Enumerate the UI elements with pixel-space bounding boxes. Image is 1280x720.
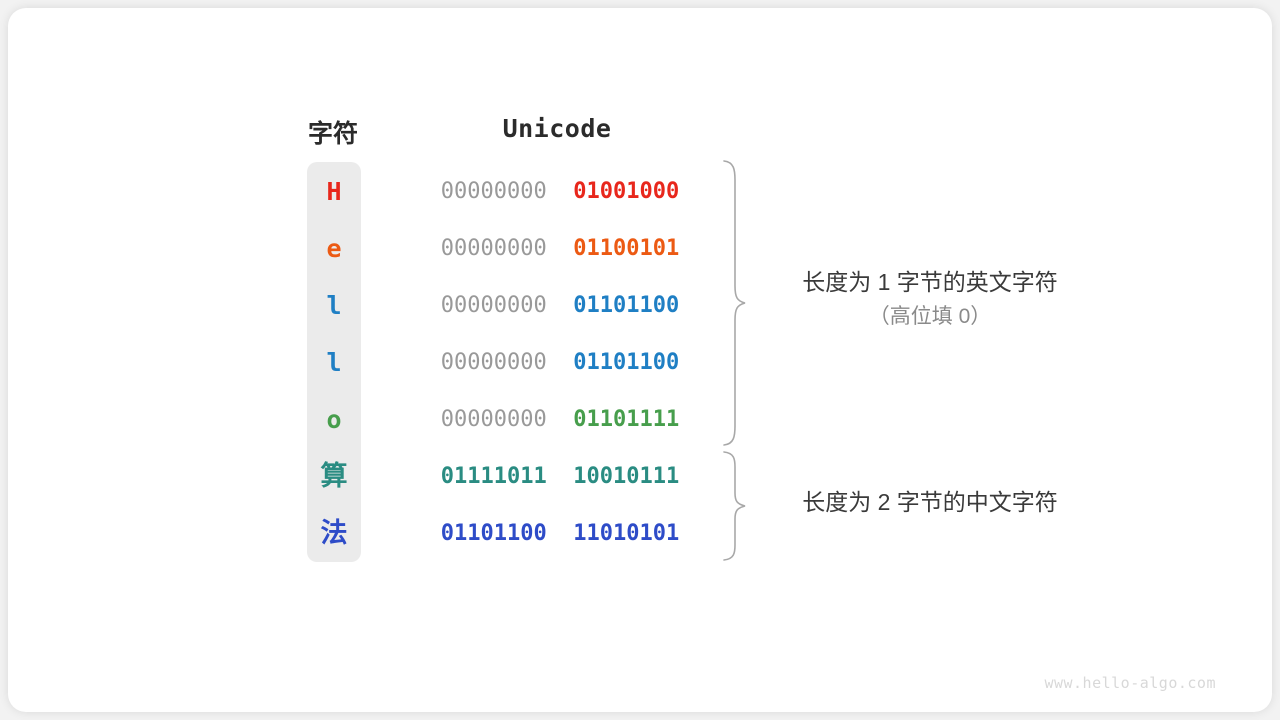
row-unicode-bits: 00000000 01100101 — [420, 220, 700, 277]
row-low-byte: 01100101 — [573, 236, 680, 261]
watermark: www.hello-algo.com — [1044, 674, 1216, 692]
row-character: 算 — [320, 461, 348, 491]
row-unicode-bits: 00000000 01101100 — [420, 277, 700, 334]
row-unicode-bits: 00000000 01101100 — [420, 334, 700, 391]
row-high-byte: 00000000 — [440, 236, 547, 261]
row-character: 法 — [320, 518, 348, 548]
annotation-chinese-characters: 长度为 2 字节的中文字符 — [770, 484, 1090, 520]
row-character: l — [326, 291, 342, 320]
row-low-byte: 01101100 — [573, 293, 680, 318]
table-row: l 00000000 01101100 — [0, 277, 1280, 334]
brace-chinese-characters — [723, 451, 746, 561]
row-high-byte: 01111011 — [440, 464, 547, 489]
row-unicode-bits: 01101100 11010101 — [420, 505, 700, 562]
table-row: H 00000000 01001000 — [0, 163, 1280, 220]
row-high-byte: 00000000 — [440, 407, 547, 432]
annotation-chinese-line1: 长度为 2 字节的中文字符 — [802, 489, 1058, 515]
table-row: l 00000000 01101100 — [0, 334, 1280, 391]
column-header-character: 字符 — [307, 120, 358, 148]
row-low-byte: 10010111 — [573, 464, 680, 489]
figure-card — [8, 8, 1272, 712]
row-unicode-bits: 01111011 10010111 — [420, 448, 700, 505]
row-high-byte: 00000000 — [440, 179, 547, 204]
row-high-byte: 00000000 — [440, 350, 547, 375]
table-row: 法 01101100 11010101 — [0, 505, 1280, 562]
brace-english-characters — [723, 160, 746, 446]
row-low-byte: 01001000 — [573, 179, 680, 204]
row-unicode-bits: 00000000 01001000 — [420, 163, 700, 220]
row-low-byte: 01101111 — [573, 407, 680, 432]
row-low-byte: 01101100 — [573, 350, 680, 375]
column-header-unicode: Unicode — [502, 114, 612, 143]
row-character: l — [326, 348, 342, 377]
row-low-byte: 11010101 — [573, 521, 680, 546]
row-high-byte: 00000000 — [440, 293, 547, 318]
table-row: e 00000000 01100101 — [0, 220, 1280, 277]
row-unicode-bits: 00000000 01101111 — [420, 391, 700, 448]
row-character: e — [326, 234, 342, 263]
row-character: H — [326, 177, 342, 206]
annotation-english-characters: 长度为 1 字节的英文字符 （高位填 0） — [770, 264, 1090, 334]
row-high-byte: 01101100 — [440, 521, 547, 546]
character-column-background — [307, 162, 361, 562]
annotation-english-line2: （高位填 0） — [868, 305, 992, 328]
table-row: o 00000000 01101111 — [0, 391, 1280, 448]
row-character: o — [326, 405, 342, 434]
table-row: 算 01111011 10010111 — [0, 448, 1280, 505]
annotation-english-line1: 长度为 1 字节的英文字符 — [802, 269, 1058, 295]
